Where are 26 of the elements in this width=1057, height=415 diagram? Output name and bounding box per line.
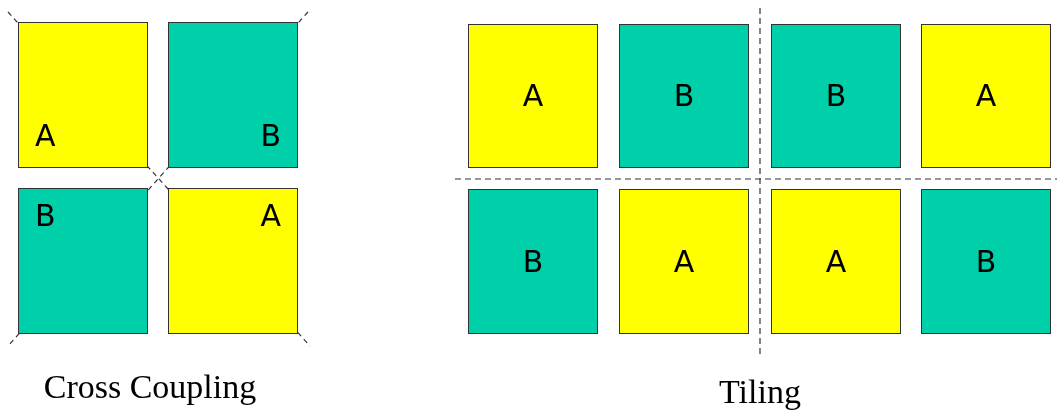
block-box: [921, 24, 1051, 168]
block-letter: B: [522, 246, 544, 277]
block-letter: A: [975, 81, 997, 111]
block-box: [921, 189, 1051, 334]
block-letter: A: [673, 246, 695, 277]
block-letter: A: [522, 81, 544, 111]
block-box: [771, 24, 901, 168]
block-letter: A: [825, 246, 847, 277]
caption: Cross Coupling: [43, 368, 257, 406]
block-letter: B: [260, 121, 281, 151]
block-box: [468, 24, 598, 168]
block-box: [771, 189, 901, 334]
block-letter: A: [260, 201, 281, 231]
block-box: [468, 189, 598, 334]
block-box: [168, 22, 298, 168]
block-box: [619, 24, 749, 168]
block-box: [18, 22, 148, 168]
block-box: [18, 188, 148, 334]
block-box: [168, 188, 298, 334]
block-letter: B: [975, 246, 997, 277]
block-letter: B: [35, 201, 56, 231]
caption: Tiling: [719, 373, 801, 411]
block-box: [619, 189, 749, 334]
block-letter: A: [35, 121, 56, 151]
block-letter: B: [825, 81, 847, 111]
block-letter: B: [673, 81, 695, 111]
